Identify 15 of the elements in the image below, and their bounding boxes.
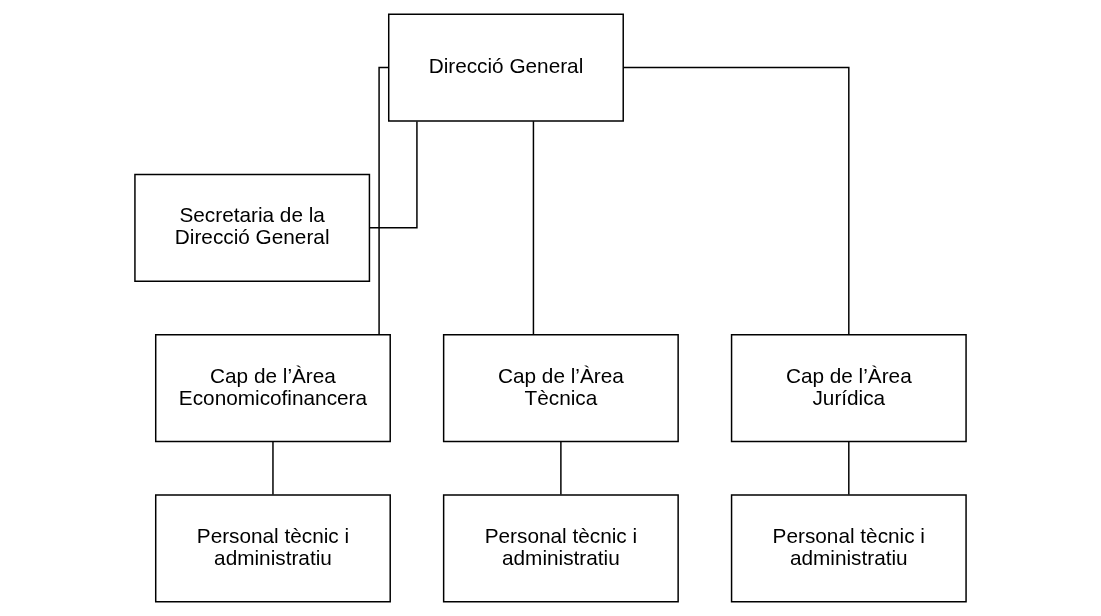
node-box: Direcció General <box>388 13 624 122</box>
node-box: Personal tècnic i administratiu <box>442 494 679 603</box>
node-box: Personal tècnic i administratiu <box>730 494 967 603</box>
node-box: Personal tècnic i administratiu <box>154 494 391 603</box>
node-box: Cap de l’Àrea Tècnica <box>442 333 679 443</box>
connector <box>272 441 274 496</box>
connector <box>369 120 418 229</box>
connector <box>560 441 562 496</box>
connector <box>848 441 850 496</box>
connector <box>378 66 390 336</box>
connector <box>622 66 850 336</box>
node-box: Cap de l’Àrea Jurídica <box>730 333 967 443</box>
connector <box>532 120 535 336</box>
node-box: Secretaria de la Direcció General <box>134 173 371 283</box>
node-box: Cap de l’Àrea Economicofinancera <box>154 333 391 443</box>
